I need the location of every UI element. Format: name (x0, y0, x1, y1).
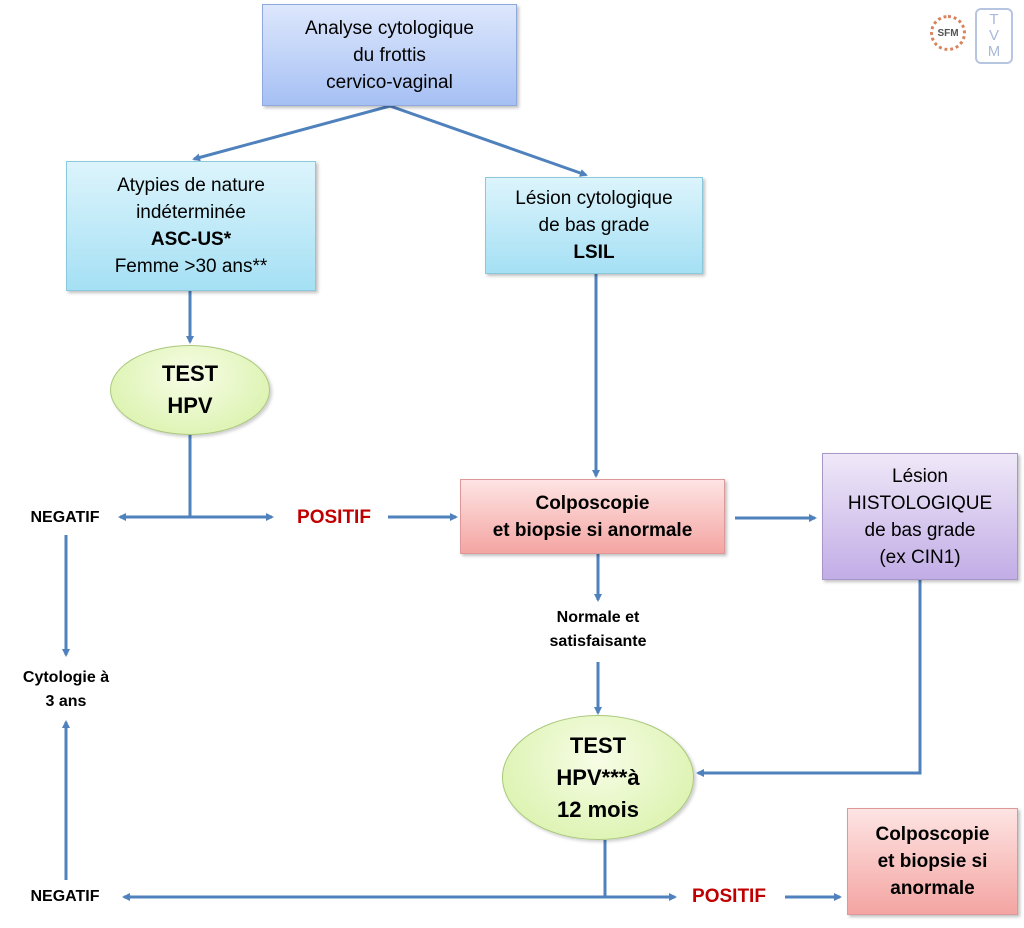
node-text: Lésion cytologique (515, 188, 673, 209)
node-text: anormale (890, 878, 975, 899)
node-lsil: Lésion cytologique de bas grade LSIL (485, 177, 703, 274)
node-text: HISTOLOGIQUE (847, 492, 993, 514)
node-text: Lésion (892, 465, 948, 487)
node-text: Femme >30 ans** (114, 256, 268, 277)
node-text: HPV***à (556, 764, 640, 790)
node-text: indéterminée (136, 202, 246, 223)
node-test-hpv: TEST HPV (110, 345, 270, 435)
label-positif-bottom: POSITIF (692, 886, 766, 907)
node-text: Colposcopie (535, 492, 650, 514)
label-line: Normale et (556, 609, 640, 626)
node-lesion-histologique: Lésion HISTOLOGIQUE de bas grade (ex CIN… (822, 453, 1018, 580)
node-ascus: Atypies de nature indéterminée ASC-US* F… (66, 161, 316, 291)
node-text: ASC-US* (150, 229, 232, 250)
label-line: satisfaisante (549, 633, 647, 650)
label-negatif-bottom: NEGATIF (30, 888, 100, 905)
node-text: Atypies de nature (117, 175, 265, 196)
arrow-analyse-ascus (192, 104, 391, 162)
label-line: 3 ans (45, 693, 87, 710)
node-text: du frottis (353, 44, 426, 66)
label-normale-satisfaisante: Normale et satisfaisante (550, 606, 647, 654)
node-text: HPV (167, 393, 213, 418)
node-text: TEST (161, 361, 219, 386)
node-text: et biopsie si (877, 851, 988, 872)
node-text: cervico-vaginal (326, 71, 453, 93)
node-text: et biopsie si anormale (492, 519, 693, 541)
arrow-analyse-lsil (389, 104, 588, 177)
node-text: Analyse cytologique (305, 17, 474, 39)
label-negatif-top: NEGATIF (30, 509, 100, 526)
arrow-histo-test12 (696, 580, 922, 777)
node-text: Colposcopie (875, 824, 990, 845)
node-text: TEST (569, 732, 627, 758)
node-text: (ex CIN1) (879, 546, 961, 568)
node-colposcopie: Colposcopie et biopsie si anormale (460, 479, 725, 554)
node-text: de bas grade (864, 519, 976, 541)
label-cytologie-3-ans: Cytologie à 3 ans (23, 666, 109, 714)
node-analyse-cytologique: Analyse cytologique du frottis cervico-v… (262, 4, 517, 106)
node-text: de bas grade (538, 215, 650, 236)
label-line: Cytologie à (22, 669, 110, 686)
sfm-logo: SFM (930, 15, 966, 51)
node-colposcopie-2: Colposcopie et biopsie si anormale (847, 808, 1018, 915)
label-positif-top: POSITIF (297, 507, 371, 528)
node-text: LSIL (573, 242, 615, 263)
node-test-hpv-12-mois: TEST HPV***à 12 mois (502, 715, 694, 840)
node-text: 12 mois (557, 796, 639, 822)
